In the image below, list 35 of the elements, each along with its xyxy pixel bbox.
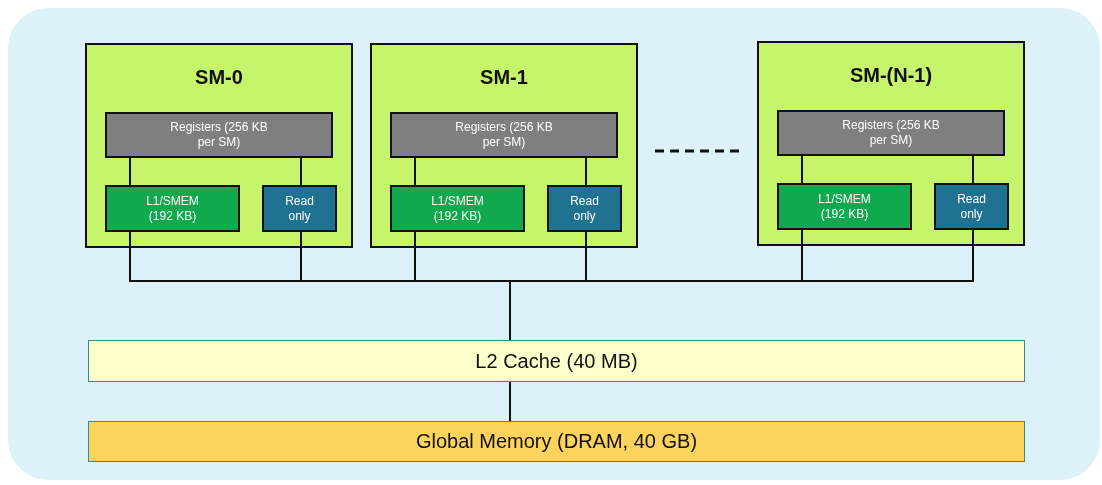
box-label: L1/SMEM (192 KB) <box>430 193 485 224</box>
connector-line <box>509 381 511 422</box>
box-label: Read only <box>956 191 987 222</box>
box-label: Global Memory (DRAM, 40 GB) <box>414 429 699 454</box>
cache-box <box>390 185 525 232</box>
sm-panel <box>85 43 353 248</box>
sm-title: SM-1 <box>480 65 528 90</box>
registers-box <box>390 112 618 158</box>
box-label: Read only <box>284 193 315 224</box>
cache-box <box>547 185 622 232</box>
box-label: Registers (256 KB per SM) <box>841 118 941 148</box>
box-label: L1/SMEM (192 KB) <box>817 191 872 222</box>
connector-line <box>414 157 416 186</box>
connector-line <box>801 155 803 184</box>
cache-box <box>105 185 240 232</box>
registers-box <box>105 112 333 158</box>
cache-box <box>262 185 337 232</box>
box-label: L1/SMEM (192 KB) <box>145 193 200 224</box>
sm-title: SM-0 <box>195 65 243 90</box>
connector-line <box>129 157 131 186</box>
memory-bar <box>88 421 1025 462</box>
cache-bar <box>88 340 1025 382</box>
connector-line <box>972 155 974 184</box>
box-label: Registers (256 KB per SM) <box>169 120 269 150</box>
cache-box <box>777 183 912 230</box>
connector-line <box>300 157 302 186</box>
box-label: L2 Cache (40 MB) <box>474 348 639 374</box>
cache-box <box>934 183 1009 230</box>
sm-title: SM-(N-1) <box>849 63 933 88</box>
sm-panel <box>757 41 1025 246</box>
sm-panel <box>370 43 638 248</box>
box-label: Registers (256 KB per SM) <box>454 120 554 150</box>
connector-line <box>585 157 587 186</box>
box-label: Read only <box>569 193 600 224</box>
registers-box <box>777 110 1005 156</box>
